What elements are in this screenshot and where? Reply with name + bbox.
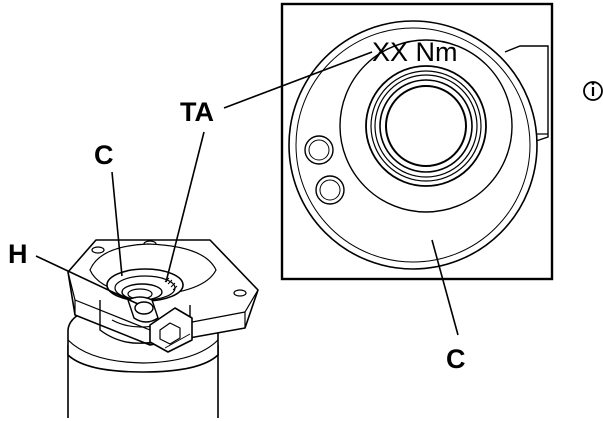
leader-lines: [35, 51, 459, 336]
label-clamp-detail: C: [446, 344, 466, 374]
component-drawing: [67, 239, 259, 418]
torque-value-label: XX Nm: [372, 37, 458, 67]
leader-h-to-screw: [35, 255, 139, 305]
info-circle-icon: [583, 81, 603, 101]
leader-ta-to-torque: [223, 51, 373, 109]
leader-ta-to-ring: [165, 131, 205, 283]
label-torque-adapter: TA: [180, 97, 214, 127]
leader-c-detail: [431, 239, 459, 336]
label-clamp-top: C: [94, 140, 114, 170]
label-hex-screw: H: [8, 239, 28, 269]
leader-c-to-ring: [111, 171, 123, 277]
detail-view: [280, 2, 554, 281]
